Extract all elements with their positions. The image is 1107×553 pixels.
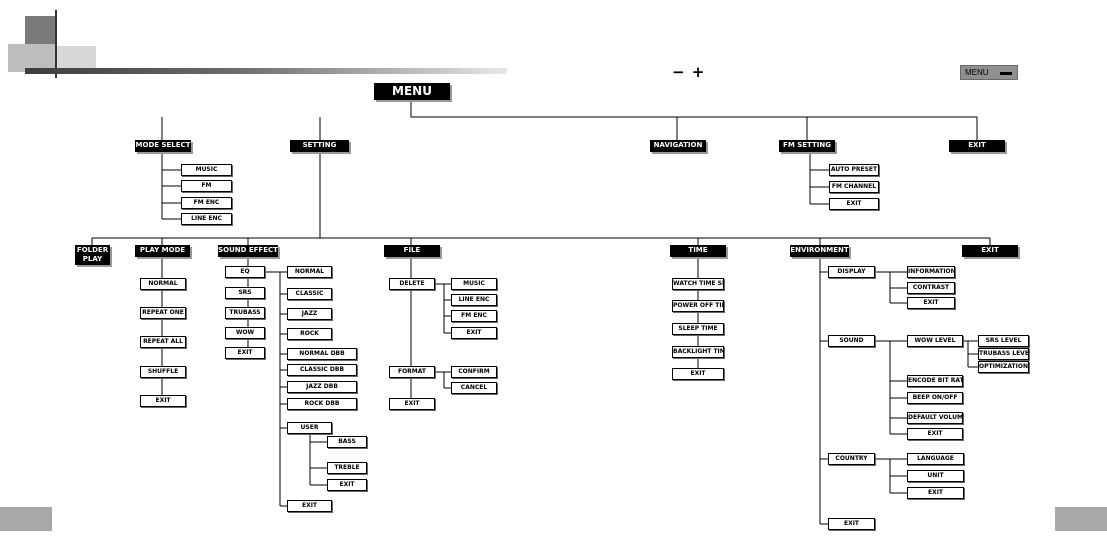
eq-item: CLASSIC DBB	[287, 364, 357, 376]
user-item: EXIT	[327, 479, 367, 491]
footer-tab-left	[0, 507, 52, 531]
menu-button-label: MENU	[965, 68, 989, 77]
setting-node: SETTING	[290, 140, 349, 152]
sound-effect-item: EXIT	[225, 347, 265, 359]
fm-setting-item: FM CHANNEL	[829, 181, 879, 193]
time-item: POWER OFF TIME	[672, 300, 724, 312]
time-item: WATCH TIME SET	[672, 278, 724, 290]
file-item: EXIT	[389, 398, 435, 410]
sound-effect-item: WOW	[225, 327, 265, 339]
country-item: EXIT	[907, 487, 964, 499]
footer-tab-right	[1055, 507, 1107, 531]
play-mode-item: REPEAT ALL	[140, 336, 186, 348]
format-item: CANCEL	[451, 382, 497, 394]
mode-select-item: LINE ENC	[181, 213, 232, 225]
corner-square-light	[56, 46, 96, 72]
exit-node-top: EXIT	[949, 140, 1005, 152]
play-mode-item: SHUFFLE	[140, 366, 186, 378]
file-node: FILE	[384, 245, 440, 257]
play-mode-item: REPEAT ONE	[140, 307, 186, 319]
eq-item: NORMAL DBB	[287, 348, 357, 360]
sound-item: ENCODE BIT RATE	[907, 375, 963, 387]
time-item: EXIT	[672, 368, 724, 380]
display-item: INFORMATION	[907, 266, 955, 278]
sound-item: WOW LEVEL	[907, 335, 963, 347]
exit-node-setting: EXIT	[962, 245, 1018, 257]
eq-item: CLASSIC	[287, 288, 332, 300]
wow-level-item: SRS LEVEL	[978, 335, 1029, 347]
mode-select-node: MODE SELECT	[135, 140, 191, 152]
country-item: UNIT	[907, 470, 964, 482]
sound-effect-item: SRS	[225, 287, 265, 299]
wow-level-item: OPTIMIZATION	[978, 361, 1029, 373]
format-item: CONFIRM	[451, 366, 497, 378]
display-item: CONTRAST	[907, 282, 955, 294]
eq-item: NORMAL	[287, 266, 332, 278]
corner-square-mid	[8, 44, 56, 72]
delete-item: EXIT	[451, 327, 497, 339]
fm-setting-item: AUTO PRESET	[829, 164, 879, 176]
time-item: SLEEP TIME	[672, 323, 724, 335]
minus-plus-icon: − +	[672, 63, 706, 81]
user-item: TREBLE	[327, 462, 367, 474]
sound-effect-item: TRUBASS	[225, 307, 265, 319]
delete-item: LINE ENC	[451, 294, 497, 306]
time-item: BACKLIGHT TIME	[672, 346, 724, 358]
eq-item: EXIT	[287, 500, 332, 512]
eq-item: JAZZ DBB	[287, 381, 357, 393]
wow-level-item: TRUBASS LEVEL	[978, 348, 1029, 360]
sound-item: DEFAULT VOLUME	[907, 412, 963, 424]
country-item: LANGUAGE	[907, 453, 964, 465]
delete-item: FM ENC	[451, 310, 497, 322]
environment-item: DISPLAY	[828, 266, 875, 278]
environment-item: SOUND	[828, 335, 875, 347]
eq-item: JAZZ	[287, 308, 332, 320]
mode-select-item: MUSIC	[181, 164, 232, 176]
play-mode-item: EXIT	[140, 395, 186, 407]
mode-select-item: FM ENC	[181, 197, 232, 209]
menu-root-node: MENU	[374, 83, 450, 100]
file-item: DELETE	[389, 278, 435, 290]
play-mode-node: PLAY MODE	[135, 245, 190, 257]
time-node: TIME	[670, 245, 726, 257]
minus-icon	[1000, 72, 1012, 75]
file-item: FORMAT	[389, 366, 435, 378]
menu-button[interactable]: MENU	[960, 65, 1018, 80]
header-vertical-line	[55, 10, 57, 78]
header-gradient-bar	[25, 68, 507, 74]
sound-item: BEEP ON/OFF	[907, 392, 963, 404]
sound-item: EXIT	[907, 428, 963, 440]
eq-item: ROCK DBB	[287, 398, 357, 410]
mode-select-item: FM	[181, 180, 232, 192]
sound-effect-node: SOUND EFFECT	[218, 245, 278, 257]
folder-play-node: FOLDER PLAY	[75, 245, 110, 265]
eq-item: ROCK	[287, 328, 332, 340]
corner-square-dark	[25, 16, 57, 48]
play-mode-item: NORMAL	[140, 278, 186, 290]
eq-item: USER	[287, 422, 332, 434]
fm-setting-item: EXIT	[829, 198, 879, 210]
fm-setting-node: FM SETTING	[779, 140, 835, 152]
delete-item: MUSIC	[451, 278, 497, 290]
sound-effect-item: EQ	[225, 266, 265, 278]
user-item: BASS	[327, 436, 367, 448]
display-item: EXIT	[907, 297, 955, 309]
environment-node: ENVIRONMENT	[790, 245, 849, 257]
environment-item: EXIT	[828, 518, 875, 530]
navigation-node: NAVIGATION	[650, 140, 706, 152]
environment-item: COUNTRY	[828, 453, 875, 465]
